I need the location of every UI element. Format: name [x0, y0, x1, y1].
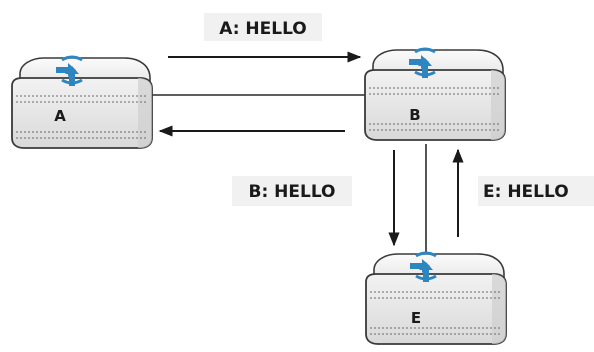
message-e-hello-text: E: HELLO [483, 182, 569, 202]
router-a-label: A [54, 107, 66, 125]
router-a: A [10, 55, 154, 150]
message-b-hello: B: HELLO [232, 176, 352, 206]
message-a-hello: A: HELLO [204, 13, 322, 41]
router-icon [364, 251, 508, 346]
router-e: E [364, 251, 508, 346]
message-b-hello-text: B: HELLO [248, 182, 335, 202]
router-b-label: B [409, 106, 420, 124]
message-a-hello-text: A: HELLO [219, 19, 307, 39]
router-icon [10, 55, 154, 150]
router-e-label: E [411, 309, 421, 327]
message-e-hello: E: HELLO [478, 176, 594, 206]
router-icon [363, 47, 507, 142]
router-b: B [363, 47, 507, 142]
